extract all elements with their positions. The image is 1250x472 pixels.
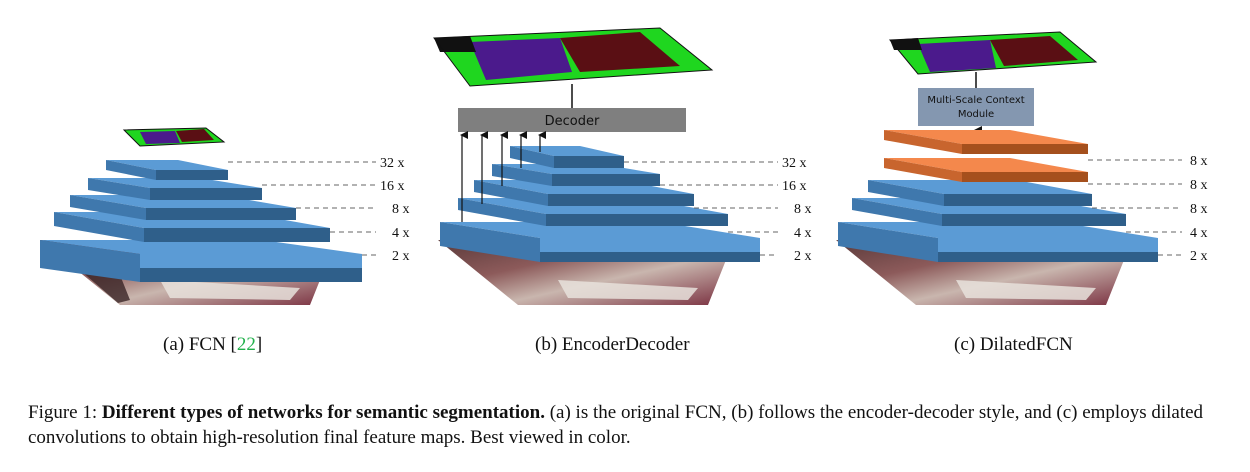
dilated-layer bbox=[884, 158, 1088, 182]
feature-layer-32x bbox=[106, 160, 228, 180]
scale-label: 2 x bbox=[392, 249, 410, 264]
feature-layer-2x bbox=[40, 240, 362, 282]
subcaption-text: ] bbox=[255, 334, 263, 355]
feature-layer-8x bbox=[868, 180, 1092, 206]
context-module-box: Multi-Scale Context Module bbox=[918, 88, 1034, 126]
subcaption-dilated-fcn: (c) DilatedFCN bbox=[954, 334, 1073, 355]
scale-label: 16 x bbox=[380, 179, 405, 194]
segmentation-output bbox=[433, 27, 714, 87]
panel-fcn: 32 x 16 x 8 x 4 x 2 x bbox=[40, 127, 410, 305]
feature-layer-8x bbox=[70, 195, 296, 220]
scale-guides bbox=[1088, 159, 1182, 256]
segmentation-output bbox=[888, 31, 1098, 75]
segmentation-output bbox=[122, 127, 226, 147]
subcaption-text: (a) FCN [ bbox=[163, 334, 237, 355]
scale-label: 4 x bbox=[392, 226, 410, 241]
decoder-box: Decoder bbox=[458, 108, 686, 132]
scale-labels: 8 x 8 x 8 x 4 x 2 x bbox=[1190, 154, 1208, 264]
scale-label: 8 x bbox=[392, 202, 410, 217]
dilated-layer bbox=[884, 130, 1088, 154]
skip-connections bbox=[460, 131, 546, 222]
feature-layer-2x bbox=[838, 222, 1158, 262]
decoder-label: Decoder bbox=[545, 114, 600, 129]
figure-caption: Figure 1: Different types of networks fo… bbox=[28, 400, 1228, 450]
scale-label: 32 x bbox=[380, 156, 405, 171]
figure-diagram: 32 x 16 x 8 x 4 x 2 x Decoder bbox=[40, 27, 1208, 305]
scale-labels: 32 x 16 x 8 x 4 x 2 x bbox=[782, 156, 812, 264]
panel-encoder-decoder: Decoder bbox=[433, 27, 812, 305]
scale-label: 8 x bbox=[1190, 202, 1208, 217]
scale-labels: 32 x 16 x 8 x 4 x 2 x bbox=[380, 156, 410, 264]
context-module-label: Module bbox=[958, 109, 994, 120]
context-module-label: Multi-Scale Context bbox=[927, 95, 1024, 106]
feature-layer-16x bbox=[492, 164, 660, 186]
scale-label: 16 x bbox=[782, 179, 807, 194]
feature-layer-32x bbox=[510, 146, 624, 168]
citation-link[interactable]: 22 bbox=[236, 334, 256, 355]
scale-label: 4 x bbox=[1190, 226, 1208, 241]
caption-body: (a) is the original FCN, (b) follows the… bbox=[28, 402, 1204, 448]
scale-label: 8 x bbox=[794, 202, 812, 217]
subcaption-fcn: (a) FCN [22] bbox=[163, 334, 262, 356]
scale-label: 2 x bbox=[794, 249, 812, 264]
caption-label: Figure 1: bbox=[28, 402, 102, 423]
feature-layer-16x bbox=[88, 178, 262, 200]
panel-dilated-fcn: Multi-Scale Context Module bbox=[836, 31, 1208, 305]
scale-guides bbox=[228, 161, 376, 256]
caption-title: Different types of networks for semantic… bbox=[101, 402, 545, 423]
scale-label: 8 x bbox=[1190, 178, 1208, 193]
feature-layer-8x bbox=[474, 180, 694, 206]
subcaption-encoder-decoder: (b) EncoderDecoder bbox=[535, 334, 690, 355]
scale-guides bbox=[624, 161, 778, 256]
scale-label: 32 x bbox=[782, 156, 807, 171]
scale-label: 4 x bbox=[794, 226, 812, 241]
scale-label: 2 x bbox=[1190, 249, 1208, 264]
scale-label: 8 x bbox=[1190, 154, 1208, 169]
